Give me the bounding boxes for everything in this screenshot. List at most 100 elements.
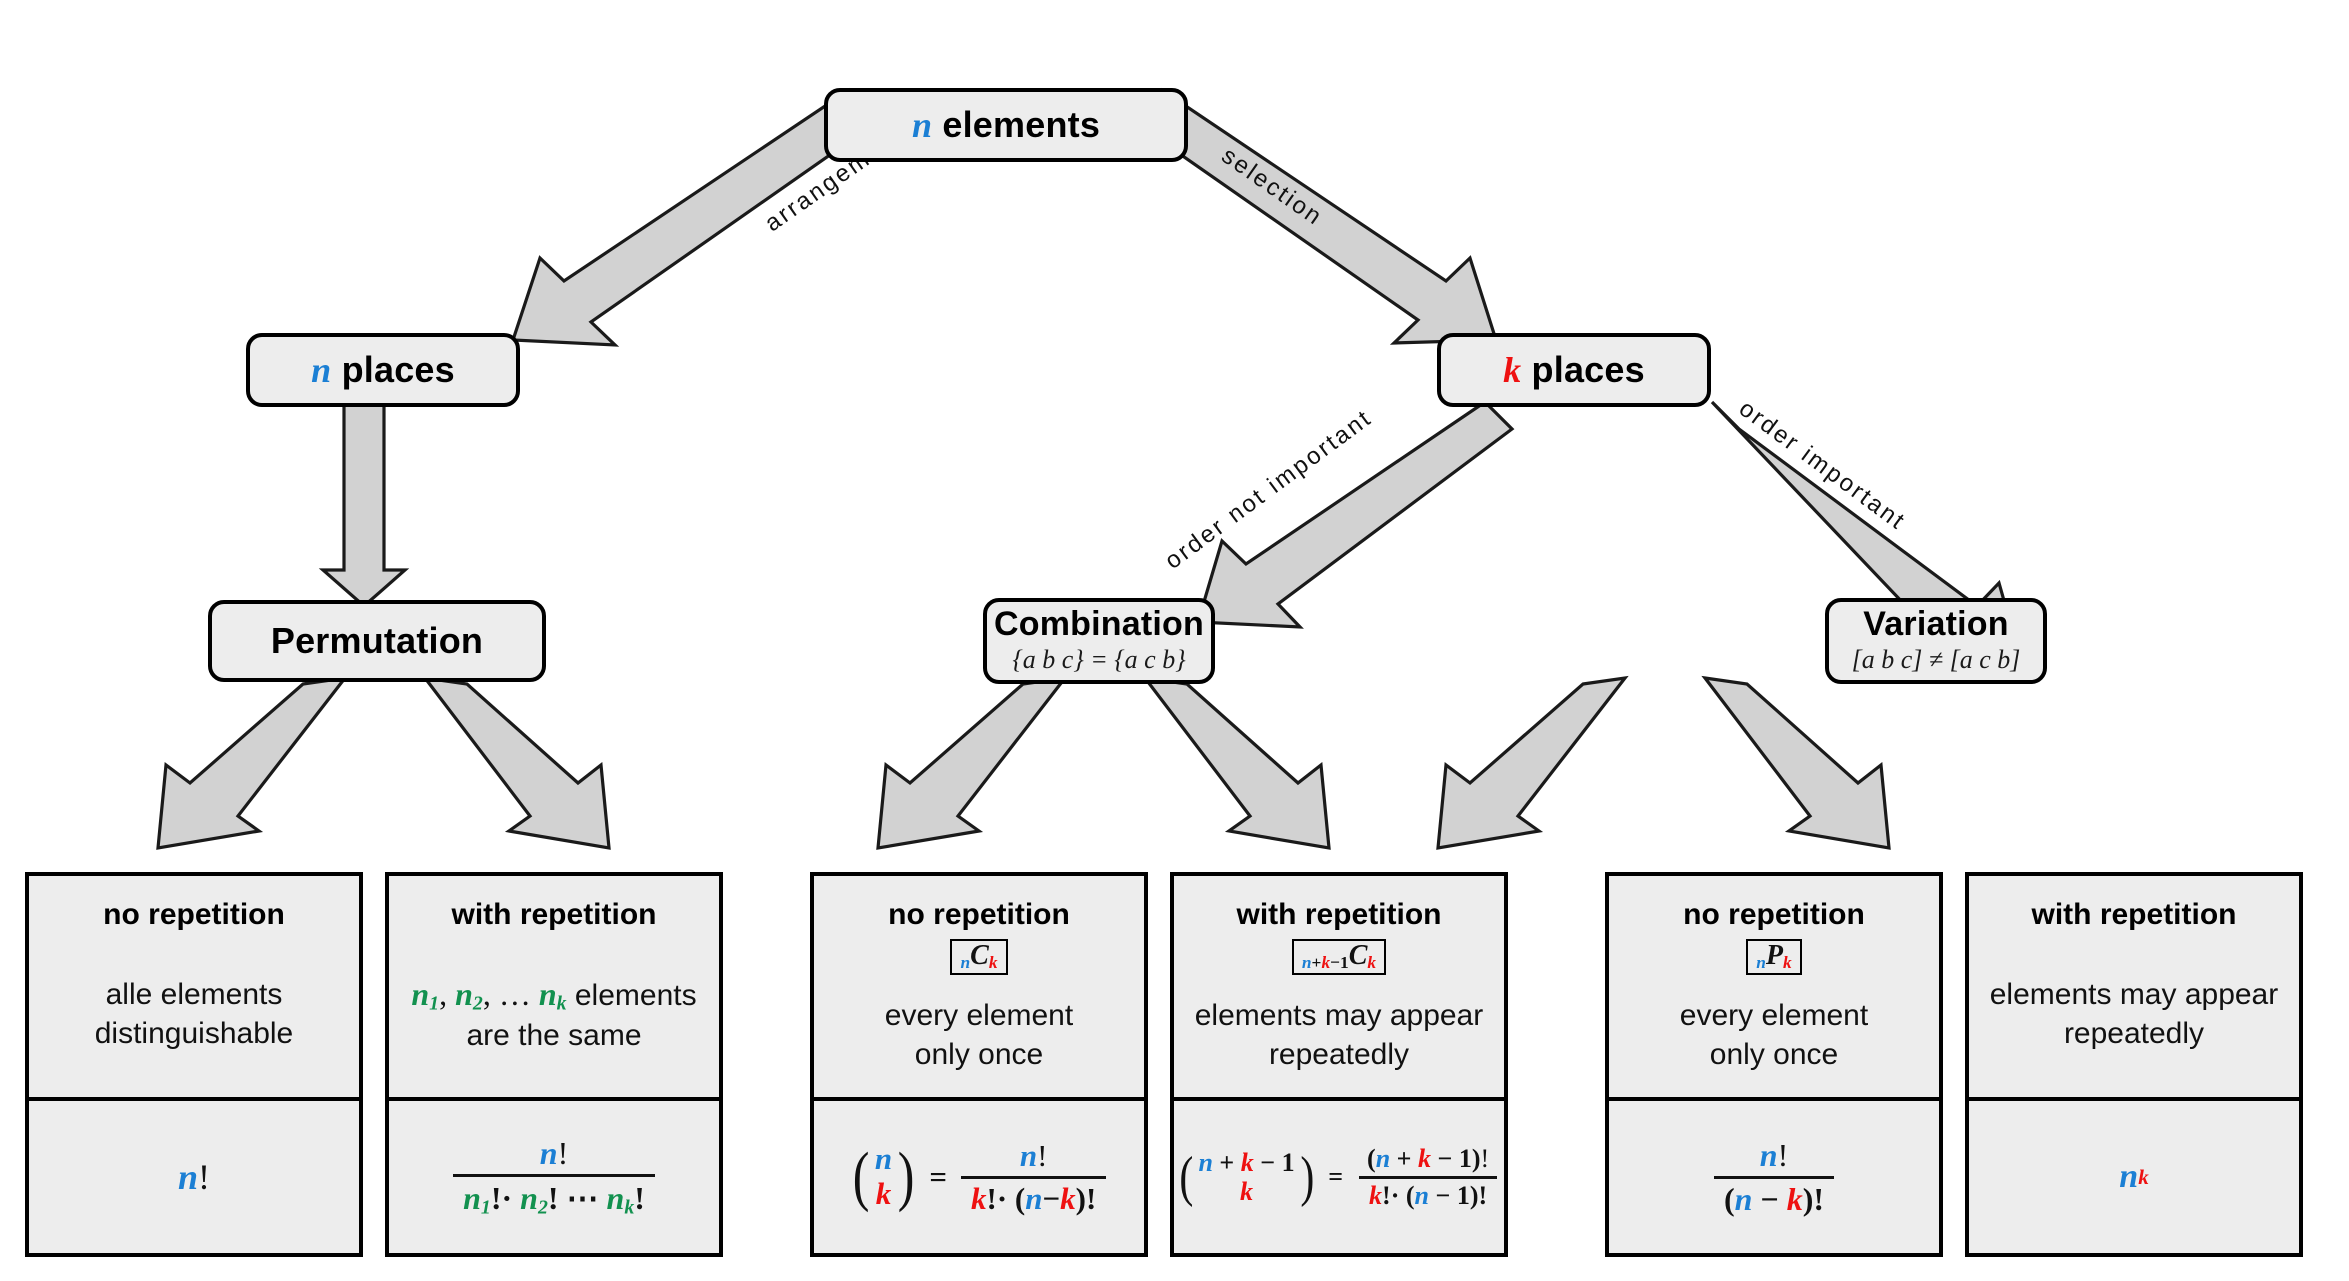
desc-n1-sub: 1 — [429, 992, 440, 1015]
desc-comma2: , — [482, 976, 491, 1013]
leaf-top: with repetition elements may appear repe… — [1969, 876, 2299, 1097]
node-k-places[interactable]: k places — [1437, 333, 1711, 407]
sym-P: P — [1765, 939, 1784, 971]
edge-order-not-important — [1195, 399, 1515, 629]
leaf-head: no repetition — [888, 898, 1070, 931]
den-cdot1: · — [501, 1179, 513, 1216]
den-rparen: ) — [1802, 1180, 1814, 1217]
node-permutation-label: Permutation — [270, 620, 484, 661]
den-one: 1 — [1456, 1180, 1470, 1210]
leaf-combination-no-repetition[interactable]: no repetition nCk every element only onc… — [810, 872, 1148, 1257]
den-minus: − — [1042, 1180, 1061, 1216]
symbol-k: k — [1503, 350, 1522, 390]
den-bang2: ! — [1478, 1180, 1488, 1210]
desc-line-2: repeatedly — [1268, 1037, 1410, 1071]
edge-variation-with-repetition — [1701, 675, 1891, 850]
leaf-formula: n! n1!· n2! ⋯ nk! — [389, 1097, 719, 1253]
node-n-elements-text: elements — [932, 104, 1101, 145]
desc-line-2: distinguishable — [94, 1016, 294, 1050]
fraction: n! n1!· n2! ⋯ nk! — [453, 1135, 655, 1219]
leaf-head: with repetition — [451, 898, 657, 931]
sym-one: 1 — [1340, 952, 1349, 972]
leaf-formula: n! (n − k)! — [1609, 1097, 1939, 1253]
node-n-places[interactable]: n places — [246, 333, 520, 407]
leaf-variation-no-repetition[interactable]: no repetition nPk every element only onc… — [1605, 872, 1943, 1257]
binom-n: n — [1198, 1147, 1213, 1177]
desc-line-1: elements may appear — [1989, 978, 2279, 1012]
den-minus: − — [1435, 1180, 1451, 1210]
leaf-head: with repetition — [1236, 898, 1442, 931]
edge-n-places-to-permutation — [318, 400, 410, 609]
den-nk-sub: k — [624, 1196, 635, 1219]
den-n: n — [1025, 1180, 1043, 1216]
binom-top-expr: n + k − 1 — [1198, 1148, 1294, 1177]
sym-k: k — [1321, 952, 1331, 972]
leaf-top: with repetition n1, n2, … nk elements ar… — [389, 876, 719, 1097]
fraction-numerator: (n + k − 1)! — [1357, 1144, 1499, 1176]
desc-line-1: alle elements — [105, 978, 283, 1012]
node-n-places-label: n places — [311, 349, 455, 391]
desc-line-2: only once — [914, 1037, 1044, 1071]
edge-combination-with-repetition — [1141, 675, 1331, 850]
node-permutation[interactable]: Permutation — [208, 600, 546, 682]
num-n: n — [539, 1134, 558, 1171]
symbol-n: n — [911, 105, 933, 145]
num-n: n — [1759, 1136, 1778, 1173]
desc-n2-sub: 2 — [472, 992, 483, 1015]
den-minus: − — [1760, 1180, 1779, 1217]
sym-n: n — [960, 952, 971, 972]
leaf-formula: ( n k ) = n! k!· (n−k)! — [814, 1097, 1144, 1253]
leaf-permutation-no-repetition[interactable]: no repetition alle elements distinguisha… — [25, 872, 363, 1257]
leaf-permutation-with-repetition[interactable]: with repetition n1, n2, … nk elements ar… — [385, 872, 723, 1257]
node-variation[interactable]: Variation [a b c] ≠ [a c b] — [1825, 598, 2047, 684]
binom-bottom-k: k — [1240, 1177, 1254, 1206]
desc-line-1: every element — [884, 999, 1074, 1033]
den-n: n — [1734, 1180, 1753, 1217]
leaf-formula: n! — [29, 1097, 359, 1253]
equals-sign: = — [1328, 1162, 1344, 1191]
node-combination-label: Combination — [994, 605, 1204, 644]
fraction-numerator: n! — [1750, 1137, 1798, 1176]
node-combination-sublabel: {a b c} = {a c b} — [1012, 644, 1186, 674]
den-bang2: ! — [1086, 1180, 1097, 1216]
den-lparen: ( — [1405, 1180, 1415, 1210]
edge-combination-no-repetition — [876, 675, 1069, 850]
node-n-elements-label: n elements — [912, 104, 1100, 146]
den-bang: ! — [1382, 1180, 1391, 1210]
formula-bang: ! — [198, 1157, 211, 1197]
desc-n2: n — [455, 976, 473, 1013]
leaf-head: with repetition — [2031, 898, 2237, 931]
sym-k: k — [1783, 952, 1792, 972]
num-plus: + — [1396, 1143, 1412, 1173]
num-one: 1 — [1458, 1143, 1472, 1173]
den-bang1: ! — [490, 1179, 502, 1216]
desc-line-1: every element — [1679, 999, 1869, 1033]
sym-n: n — [1301, 952, 1312, 972]
binomial-coefficient: ( n + k − 1 k ) — [1177, 1148, 1316, 1206]
leaf-head: no repetition — [103, 898, 285, 931]
leaf-variation-with-repetition[interactable]: with repetition elements may appear repe… — [1965, 872, 2303, 1257]
binom-one: 1 — [1281, 1147, 1295, 1177]
edge-permutation-with-repetition — [421, 675, 611, 850]
lparen: ( — [852, 1140, 870, 1214]
desc-n1: n — [411, 976, 430, 1013]
sym-C: C — [1348, 939, 1368, 971]
leaf-top: no repetition nCk every element only onc… — [814, 876, 1144, 1097]
den-lparen: ( — [1724, 1180, 1735, 1217]
leaf-symbol-nCk: nCk — [950, 938, 1008, 975]
num-bang: ! — [557, 1134, 569, 1171]
node-combination[interactable]: Combination {a b c} = {a c b} — [983, 598, 1215, 684]
binom-k: k — [1240, 1147, 1254, 1177]
leaf-description: alle elements distinguishable — [87, 933, 301, 1098]
fraction-numerator: n! — [530, 1135, 578, 1174]
leaf-combination-with-repetition[interactable]: with repetition n+k−1Ck elements may app… — [1170, 872, 1508, 1257]
leaf-formula: ( n + k − 1 k ) = (n + k − 1)! k!· (n − … — [1174, 1097, 1504, 1253]
sym-minus: − — [1330, 952, 1341, 972]
desc-line-2: are the same — [466, 1018, 642, 1052]
desc-nk: n — [538, 976, 557, 1013]
node-n-elements[interactable]: n elements — [824, 88, 1188, 162]
binomial-coefficient: ( n k ) — [850, 1142, 918, 1211]
